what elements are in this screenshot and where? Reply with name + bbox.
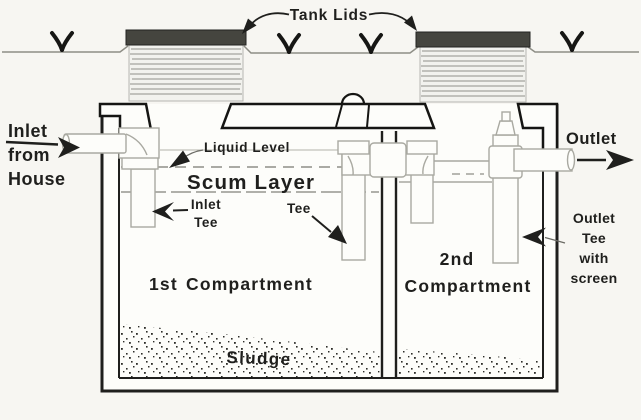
label-outlet-tee-line1: Outlet bbox=[573, 210, 615, 226]
annotations: Tank Lids Inlet from House Liquid Level … bbox=[5, 7, 634, 369]
tee-arrow-line bbox=[311, 215, 332, 233]
tank-top-slab-center bbox=[220, 102, 436, 130]
label-second-compartment-line1: 2nd bbox=[440, 249, 475, 269]
outlet-arrowhead bbox=[606, 150, 634, 170]
liquid-level-arrowhead bbox=[169, 150, 190, 168]
tank-lid-handle bbox=[340, 92, 366, 105]
outlet-pipe bbox=[513, 148, 573, 172]
label-inlet-from-house-line3: House bbox=[8, 169, 66, 189]
tank-inner-walls bbox=[118, 128, 544, 379]
tank-outer-wall bbox=[100, 104, 559, 393]
label-first-compartment-word1: 1st bbox=[149, 274, 178, 294]
label-outlet: Outlet bbox=[566, 130, 617, 148]
label-outlet-tee-line2: Tee bbox=[582, 230, 606, 246]
tank-lids-arrowhead-left bbox=[242, 18, 257, 34]
tank-top-slab-keystone bbox=[335, 104, 370, 128]
tank-lids-arrowhead-right bbox=[404, 15, 417, 31]
tank-lid-cap-left bbox=[125, 29, 247, 46]
inlet-tee-arrow-line bbox=[172, 209, 189, 212]
inlet-tee-pipe bbox=[130, 168, 156, 228]
outlet-tee-arrow-line bbox=[544, 236, 566, 244]
label-tee: Tee bbox=[287, 201, 311, 216]
inlet-arrow-line bbox=[5, 140, 59, 146]
label-outlet-tee-line4: screen bbox=[571, 270, 618, 286]
sludge-second-compartment bbox=[398, 349, 541, 376]
sludge-first-compartment bbox=[121, 324, 380, 377]
inlet-arrowhead bbox=[58, 137, 80, 158]
label-inlet-from-house-line1: Inlet bbox=[8, 121, 48, 141]
tank-lid-riser-left bbox=[125, 29, 247, 102]
label-second-compartment-line2: Compartment bbox=[405, 276, 532, 296]
outlet-tee-assembly bbox=[488, 111, 576, 264]
ground-line bbox=[2, 45, 639, 54]
label-liquid-level: Liquid Level bbox=[204, 140, 290, 155]
label-outlet-tee-line3: with bbox=[578, 250, 608, 266]
tee-arrowhead bbox=[328, 225, 347, 244]
label-inlet-from-house-line2: from bbox=[8, 145, 50, 165]
label-first-compartment-word2: Compartment bbox=[186, 274, 313, 294]
center-tee-assembly bbox=[337, 140, 438, 261]
inlet-tee-arrowhead bbox=[152, 202, 174, 221]
label-sludge: Sludge bbox=[226, 348, 292, 369]
tank-lid-riser-right bbox=[415, 31, 531, 103]
label-inlet-tee-line2: Tee bbox=[194, 215, 218, 230]
outlet-tee-arrowhead bbox=[522, 227, 546, 247]
label-scum-layer: Scum Layer bbox=[187, 171, 315, 194]
label-tank-lids: Tank Lids bbox=[290, 7, 368, 24]
label-inlet-tee-line1: Inlet bbox=[191, 197, 221, 212]
tank-lid-cap-right bbox=[415, 31, 531, 48]
